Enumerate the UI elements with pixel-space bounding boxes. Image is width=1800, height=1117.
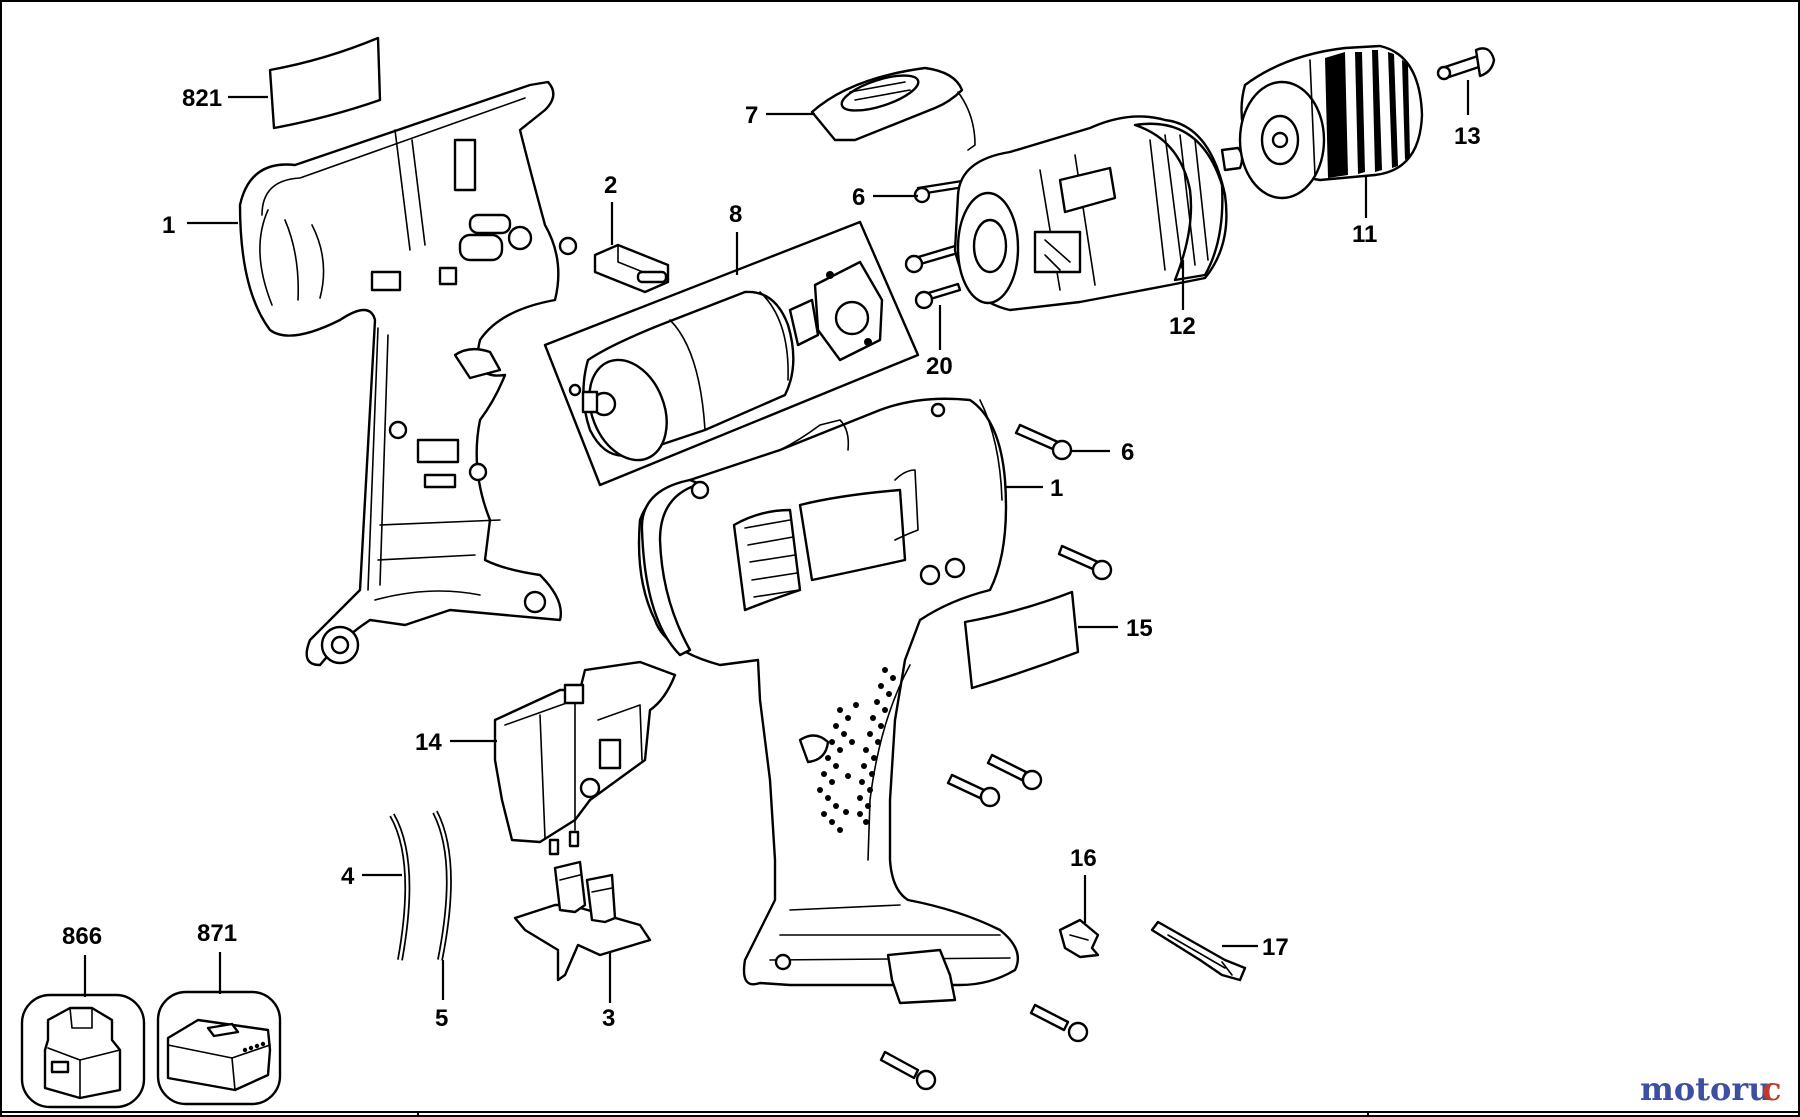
watermark-text: motoru [1640, 1070, 1771, 1108]
label-821: 821 [182, 85, 222, 112]
label-3: 3 [602, 1005, 615, 1032]
watermark-accent: c [1762, 1070, 1781, 1108]
label-8: 8 [729, 201, 742, 228]
label-11: 11 [1352, 221, 1377, 248]
label-20: 20 [926, 353, 953, 380]
screws-20 [904, 244, 962, 310]
label-1-left-housing: 1 [162, 212, 175, 239]
sticker-821 [268, 36, 382, 130]
sticker-15 [963, 590, 1080, 690]
brush-2 [593, 243, 670, 294]
cover-7 [810, 66, 976, 151]
label-15: 15 [1126, 615, 1153, 642]
charger-871 [156, 990, 282, 1106]
switch-14 [493, 660, 677, 856]
label-5: 5 [435, 1005, 448, 1032]
label-866: 866 [62, 923, 102, 950]
screw-13 [1436, 47, 1496, 81]
part-labels: 821 1 2 8 7 6 20 12 11 13 6 1 15 14 16 1… [62, 85, 1481, 1032]
bit-17 [1150, 920, 1247, 982]
housing-screws [879, 544, 1113, 1091]
clip-16 [1058, 918, 1100, 959]
gearbox-12 [953, 115, 1244, 312]
label-12: 12 [1169, 313, 1196, 340]
wire-4 [389, 813, 411, 961]
label-6-lower: 6 [1121, 439, 1134, 466]
housing-right-half [637, 397, 1020, 1005]
chuck-11 [1238, 44, 1424, 200]
label-871: 871 [197, 920, 237, 947]
battery-866 [20, 993, 146, 1109]
motor-8 [543, 220, 920, 487]
label-14: 14 [415, 729, 442, 756]
label-17: 17 [1262, 934, 1289, 961]
housing-left-half [238, 80, 578, 667]
label-7: 7 [745, 102, 758, 129]
wire-5 [432, 810, 452, 961]
terminal-3 [513, 860, 652, 982]
label-13: 13 [1454, 123, 1481, 150]
label-6-upper: 6 [852, 184, 865, 211]
watermark: motoru c [1640, 1070, 1781, 1108]
label-4: 4 [341, 863, 355, 890]
label-1-right-housing: 1 [1050, 475, 1063, 502]
leader-lines [83, 80, 1470, 1003]
label-16: 16 [1070, 845, 1097, 872]
screw-6b [1014, 423, 1073, 461]
label-2: 2 [604, 172, 617, 199]
